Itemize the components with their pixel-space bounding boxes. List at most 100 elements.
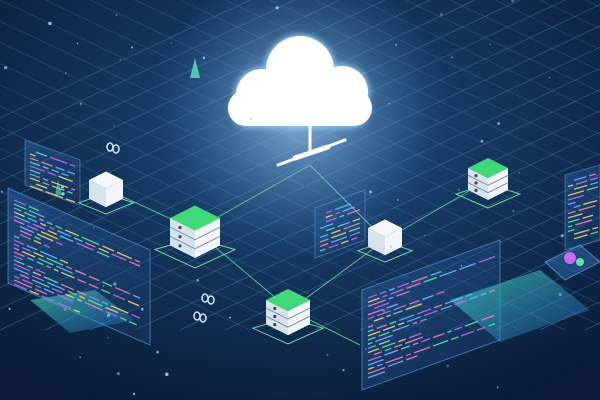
code-line — [101, 288, 111, 294]
code-line — [367, 330, 381, 337]
code-line — [131, 313, 141, 319]
code-line — [61, 172, 69, 177]
code-line — [29, 185, 43, 192]
code-line — [476, 326, 486, 331]
code-line — [13, 243, 20, 247]
code-line — [46, 257, 64, 266]
particle — [518, 171, 521, 175]
code-line — [76, 298, 83, 302]
code-line — [67, 170, 76, 175]
code-line — [367, 336, 376, 341]
code-line — [32, 279, 50, 288]
particle — [8, 307, 11, 310]
code-line — [405, 303, 423, 311]
particle — [558, 292, 562, 297]
particle — [460, 265, 463, 267]
code-line — [128, 260, 141, 267]
code-line — [334, 203, 352, 211]
code-line — [46, 281, 65, 291]
code-line — [330, 236, 348, 244]
particle — [156, 350, 160, 354]
code-line — [406, 282, 421, 289]
code-line — [50, 180, 69, 189]
code-line — [105, 306, 119, 314]
code-line — [567, 225, 573, 228]
code-line — [13, 199, 27, 206]
code-line — [33, 251, 44, 258]
code-line — [19, 233, 32, 240]
code-line — [96, 250, 110, 258]
code-line — [406, 355, 418, 361]
code-line — [480, 292, 487, 296]
code-line — [13, 283, 27, 291]
code-line — [367, 324, 374, 329]
code-line — [412, 342, 419, 346]
code-line — [29, 173, 41, 179]
code-line — [19, 225, 35, 234]
particle — [63, 307, 67, 311]
code-line — [85, 242, 96, 248]
code-line — [70, 188, 76, 191]
code-line — [69, 163, 76, 167]
particle — [48, 21, 52, 26]
code-line — [13, 215, 31, 224]
code-line — [13, 235, 20, 239]
code-line — [373, 302, 390, 310]
code-line — [367, 297, 380, 303]
particle — [76, 42, 79, 45]
code-line — [459, 262, 476, 270]
code-line — [386, 314, 391, 318]
code-line — [376, 324, 387, 330]
code-line — [36, 233, 54, 242]
particle — [326, 354, 329, 356]
code-line — [26, 244, 38, 251]
code-line — [586, 186, 599, 191]
code-line — [433, 304, 443, 309]
code-line — [43, 288, 55, 294]
particle — [388, 102, 390, 105]
code-line — [56, 301, 72, 310]
code-line — [42, 166, 49, 170]
code-line — [398, 338, 407, 343]
code-line — [27, 217, 38, 223]
particle — [488, 43, 491, 46]
code-line — [29, 153, 36, 157]
link-icon — [106, 142, 120, 154]
code-line — [378, 331, 390, 337]
code-line — [377, 310, 391, 317]
code-line — [48, 226, 55, 231]
code-line — [65, 198, 76, 203]
code-line — [32, 223, 46, 230]
code-line — [129, 320, 138, 326]
code-line — [29, 177, 41, 183]
particle — [457, 188, 461, 192]
code-line — [373, 316, 384, 322]
grid-line — [404, 237, 600, 331]
code-line — [59, 235, 74, 243]
code-line — [450, 336, 459, 341]
code-line — [13, 279, 33, 289]
code-line — [582, 214, 594, 219]
code-line — [51, 169, 59, 173]
code-line — [41, 295, 55, 302]
code-line — [393, 310, 403, 315]
particle — [382, 308, 386, 313]
code-line — [65, 293, 75, 299]
code-line — [64, 229, 79, 237]
cloud-glow — [150, 0, 450, 260]
code-line — [376, 363, 383, 367]
particle — [229, 316, 231, 319]
pyramid-icon — [190, 58, 200, 78]
particle — [511, 0, 515, 3]
code-line — [47, 229, 58, 236]
grid-line — [449, 0, 600, 72]
code-line — [396, 290, 411, 297]
code-line — [27, 257, 34, 262]
code-line — [367, 355, 382, 362]
code-line — [42, 178, 49, 182]
code-line — [382, 325, 396, 332]
particle — [4, 65, 8, 70]
code-line — [116, 251, 133, 260]
particle — [132, 392, 136, 396]
code-line — [98, 247, 110, 254]
